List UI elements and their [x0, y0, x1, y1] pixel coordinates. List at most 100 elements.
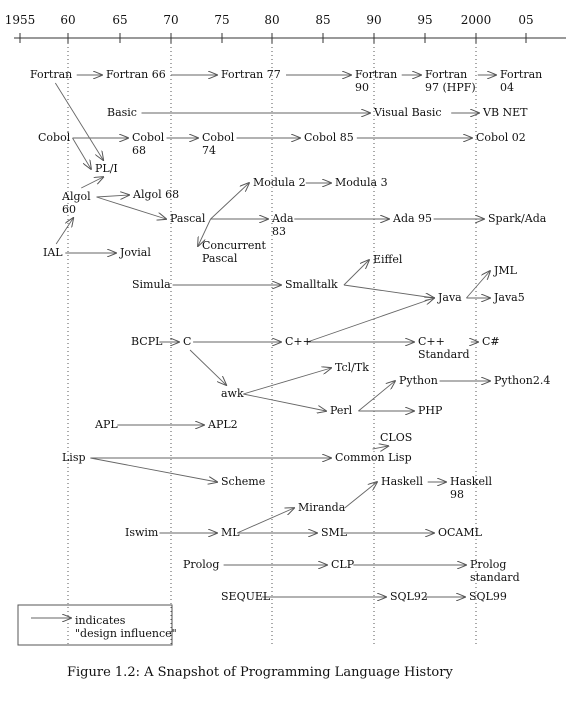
language-label: Visual Basic [373, 106, 442, 119]
language-node-prolog: Prolog [183, 558, 219, 571]
timeline-tick-label: 95 [417, 13, 432, 27]
language-label: Cobol 85 [304, 131, 354, 144]
language-label: Perl [330, 404, 353, 417]
language-label: OCAML [438, 526, 483, 539]
language-node-pli: PL/I [95, 162, 118, 175]
influence-arrow-lisp-to-scheme [90, 457, 217, 482]
language-node-sql99: SQL99 [469, 590, 507, 603]
language-node-cobol: Cobol [38, 131, 71, 144]
timeline-tick-label: 70 [163, 13, 178, 27]
language-label: Fortran [30, 68, 72, 81]
timeline-tick-label: 60 [60, 13, 75, 27]
language-label: Python [399, 374, 438, 387]
influence-arrow-ml-to-miranda [237, 508, 294, 534]
language-label: Iswim [125, 526, 159, 539]
influence-arrow-algol60-to-algol68 [96, 195, 130, 197]
language-label: SQL92 [390, 590, 428, 603]
language-node-cpp: C++ [285, 335, 312, 348]
timeline-tick-label: 90 [366, 13, 381, 27]
timeline-tick-label: 2000 [461, 13, 492, 27]
language-node-cobol85: Cobol 85 [304, 131, 354, 144]
language-label: BCPL [131, 335, 163, 348]
language-node-python24: Python2.4 [494, 374, 550, 387]
language-node-cobol02: Cobol 02 [476, 131, 526, 144]
language-label: Spark/Ada [488, 212, 547, 225]
language-node-algol68: Algol 68 [132, 188, 179, 201]
language-label: Ada 95 [392, 212, 432, 225]
language-node-clp: CLP [331, 558, 355, 571]
language-node-ocaml: OCAML [438, 526, 483, 539]
language-label: Miranda [298, 501, 346, 514]
language-node-sql92: SQL92 [390, 590, 428, 603]
language-label: Java5 [493, 291, 525, 304]
influence-arrow-pascal-to-modula2 [210, 183, 249, 220]
influence-arrow-perl-to-python [358, 381, 395, 412]
language-node-basic: Basic [107, 106, 137, 119]
language-label: Jovial [119, 246, 151, 259]
language-node-haskell: Haskell [381, 475, 423, 488]
legend-label-line2: "design influence" [75, 627, 177, 640]
language-label: Modula 2 [253, 176, 306, 189]
language-label: Scheme [221, 475, 265, 488]
language-label: Java [437, 291, 462, 304]
language-node-sml: SML [321, 526, 348, 539]
timeline-tick-label: 80 [264, 13, 279, 27]
influence-arrow-miranda-to-haskell [344, 482, 377, 509]
language-node-java: Java [437, 291, 462, 304]
influence-arrow-smalltalk-to-eiffel [343, 260, 369, 286]
legend-box [17, 604, 173, 646]
influence-arrow-algol60-to-pli [81, 177, 103, 189]
language-label: JML [493, 264, 518, 277]
language-node-fortran: Fortran [30, 68, 72, 81]
language-node-c: C [183, 335, 191, 348]
year-guides [67, 43, 477, 645]
timeline-tick-label: 65 [112, 13, 127, 27]
language-label: C [183, 335, 191, 348]
influence-arrow-fortran-to-pli [54, 82, 103, 160]
timeline-tick-label: 85 [315, 13, 330, 27]
language-label: APL [94, 418, 118, 431]
language-label: Lisp [62, 451, 86, 464]
language-node-apl2: APL2 [207, 418, 238, 431]
language-node-fortran77: Fortran 77 [221, 68, 281, 81]
language-node-iswim: Iswim [125, 526, 159, 539]
language-label: SEQUEL [221, 590, 271, 603]
influence-arrow-commonlisp-to-clos [372, 446, 389, 449]
language-label: CLP [331, 558, 355, 571]
influence-arrow-c-to-awk [189, 349, 226, 385]
language-label: Basic [107, 106, 137, 119]
legend: indicates "design influence" [17, 604, 177, 646]
language-label: C# [482, 335, 500, 348]
language-node-java5: Java5 [493, 291, 525, 304]
influence-arrow-smalltalk-to-java [343, 284, 434, 298]
language-node-python: Python [399, 374, 438, 387]
language-label: C++Standard [418, 335, 470, 361]
language-label: SML [321, 526, 348, 539]
language-node-pascal: Pascal [170, 212, 206, 225]
language-node-jovial: Jovial [119, 246, 151, 259]
language-label: Simula [132, 278, 171, 291]
figure-caption: Figure 1.2: A Snapshot of Programming La… [67, 665, 453, 680]
language-label: Cobol 02 [476, 131, 526, 144]
language-node-eiffel: Eiffel [373, 253, 403, 266]
language-node-commonlisp: Common Lisp [335, 451, 412, 464]
language-node-awk: awk [221, 387, 244, 400]
language-label: Pascal [170, 212, 206, 225]
language-label: Smalltalk [285, 278, 338, 291]
language-label: ML [221, 526, 240, 539]
language-label: Tcl/Tk [335, 361, 369, 374]
language-node-modula2: Modula 2 [253, 176, 306, 189]
